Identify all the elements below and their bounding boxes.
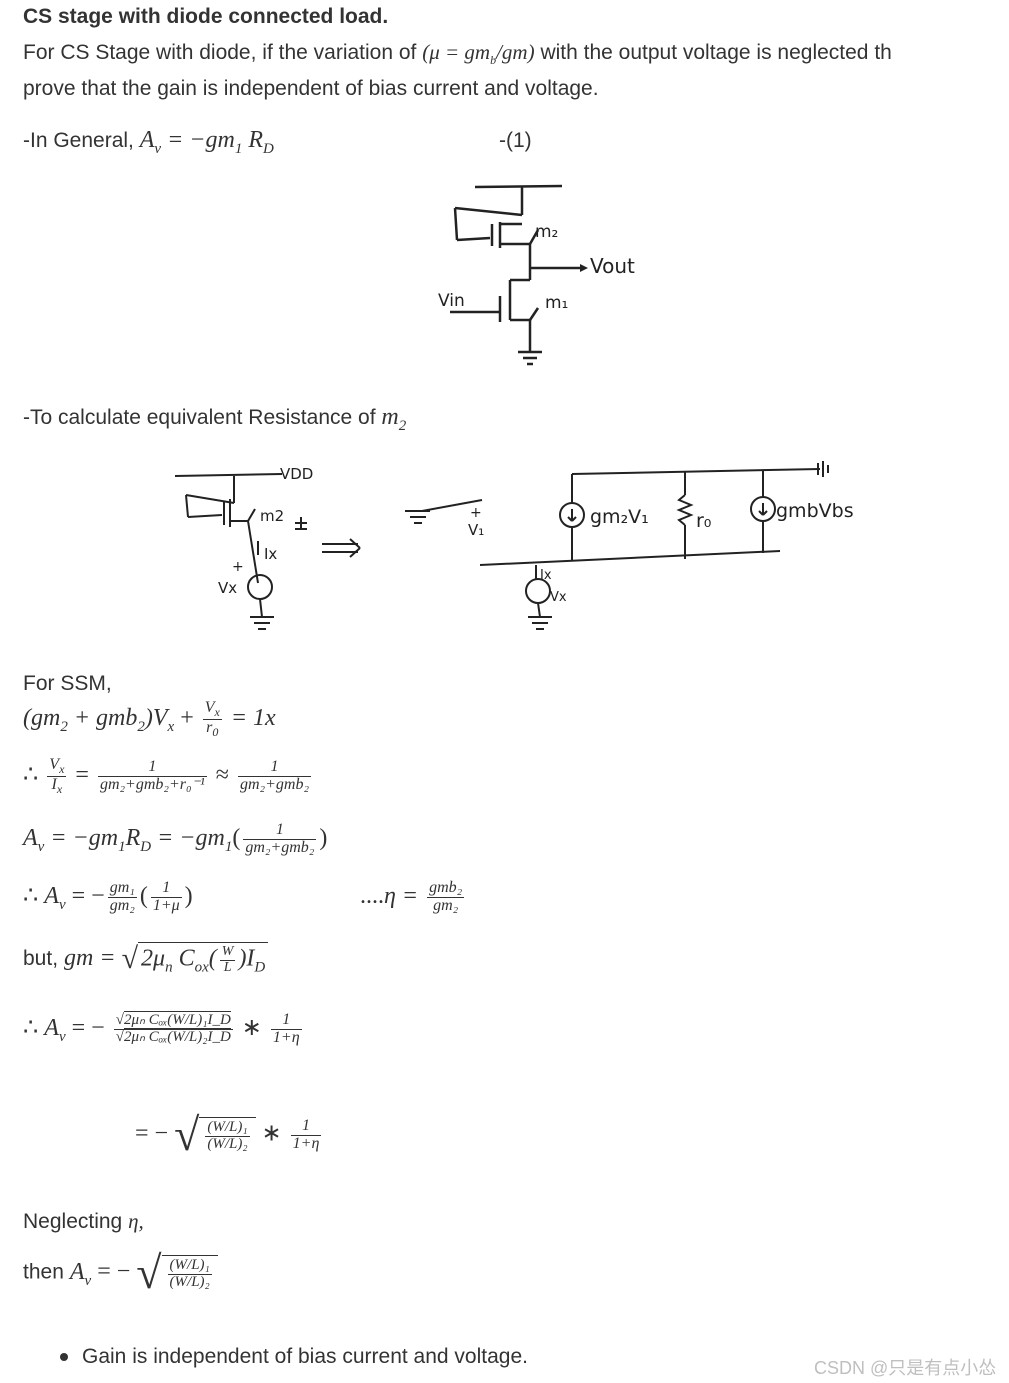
- fig2-m2-label: m2: [260, 507, 284, 525]
- intro-line-1: For CS Stage with diode, if the variatio…: [23, 40, 892, 68]
- fig1-m1-label: m₁: [545, 293, 568, 313]
- general-equation: -In General, Av = −gm1 RD: [23, 127, 274, 157]
- fig1-vout-label: Vout: [590, 254, 635, 278]
- fig2-vx-right-label: Vx: [550, 590, 567, 605]
- equivalent-resistance-schematic: VDD m2 Ix + Vx + V₁ gm₂V₁ r₀ gmbVbs Ix V…: [174, 461, 854, 630]
- fig2-ix-right-label: Ix: [540, 568, 552, 583]
- fig1-vin-label: Vin: [438, 291, 465, 311]
- equation-gain-sqrt-ratio: ∴ Av = − √2μₙ Cₒₓ(W/L)₁I_D √2μₙ Cₒₓ(W/L)…: [23, 1011, 302, 1046]
- fig2-plus-left: +: [232, 559, 244, 575]
- neglect-line: Neglecting η,: [23, 1209, 144, 1233]
- fig2-ix-label: Ix: [264, 545, 277, 563]
- fig2-gm2v1-label: gm₂V₁: [590, 506, 649, 528]
- conclusion-list: Gain is independent of bias current and …: [60, 1344, 528, 1369]
- vout-arrow-icon: [580, 264, 588, 272]
- fig2-plus-right: +: [470, 505, 482, 521]
- equation-final-gain: then Av = − √(W/L)₁(W/L)₂: [23, 1250, 218, 1296]
- fig2-vx-label: Vx: [218, 579, 237, 597]
- intro-text: For CS Stage with diode, if the variatio…: [23, 41, 417, 64]
- fig2-gmbvbs-label: gmbVbs: [776, 500, 854, 522]
- fig2-ro-label: r₀: [696, 510, 711, 532]
- ssm-label: For SSM,: [23, 672, 112, 695]
- equation-number: -(1): [499, 129, 532, 152]
- fig1-m2-label: m₂: [535, 222, 558, 242]
- intro-text-tail: with the output voltage is neglected th: [540, 41, 892, 64]
- heading: CS stage with diode connected load.: [23, 5, 389, 28]
- intro-line-2: prove that the gain is independent of bi…: [23, 77, 599, 100]
- cs-stage-schematic: m₂ Vout Vin m₁: [438, 184, 635, 366]
- fig2-v1-label: V₁: [468, 521, 484, 539]
- conclusion-item: Gain is independent of bias current and …: [60, 1344, 528, 1369]
- fig2-vdd-label: VDD: [280, 465, 313, 483]
- intro-mu-expression: (μ = gmb/gm): [422, 40, 535, 68]
- watermark: CSDN @只是有点小怂: [814, 1358, 997, 1378]
- resistance-heading: -To calculate equivalent Resistance of m…: [23, 404, 407, 434]
